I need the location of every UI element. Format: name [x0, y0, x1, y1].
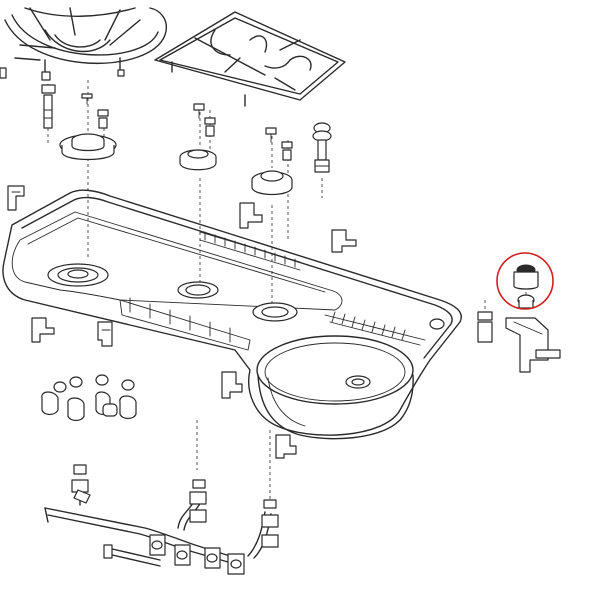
burner-cap-middle	[179, 149, 217, 171]
support-feet	[0, 67, 125, 81]
burner-cap-right	[251, 170, 293, 196]
screws-column-3	[265, 127, 293, 161]
round-pan-support	[4, 7, 167, 76]
highlight-marker	[496, 252, 554, 310]
clip-bracket-3	[331, 229, 357, 253]
clip-bracket-1	[7, 185, 25, 211]
screws-column-1	[81, 93, 109, 129]
hob-sink-tray	[2, 189, 462, 440]
clip-bracket-2	[239, 202, 263, 229]
thermocouple-spindle	[312, 122, 332, 173]
gas-valve-spindle	[41, 84, 56, 129]
clip-bracket-4	[31, 317, 55, 343]
clip-bracket-6	[221, 371, 243, 399]
clip-bracket-7	[275, 434, 297, 459]
gas-pipework	[44, 464, 279, 575]
burner-cap-left	[59, 133, 117, 161]
clip-bracket-5	[97, 321, 113, 347]
double-pan-support	[154, 11, 346, 107]
screws-column-2	[193, 103, 216, 137]
control-knobs	[41, 374, 137, 422]
tap-assembly	[477, 264, 561, 373]
